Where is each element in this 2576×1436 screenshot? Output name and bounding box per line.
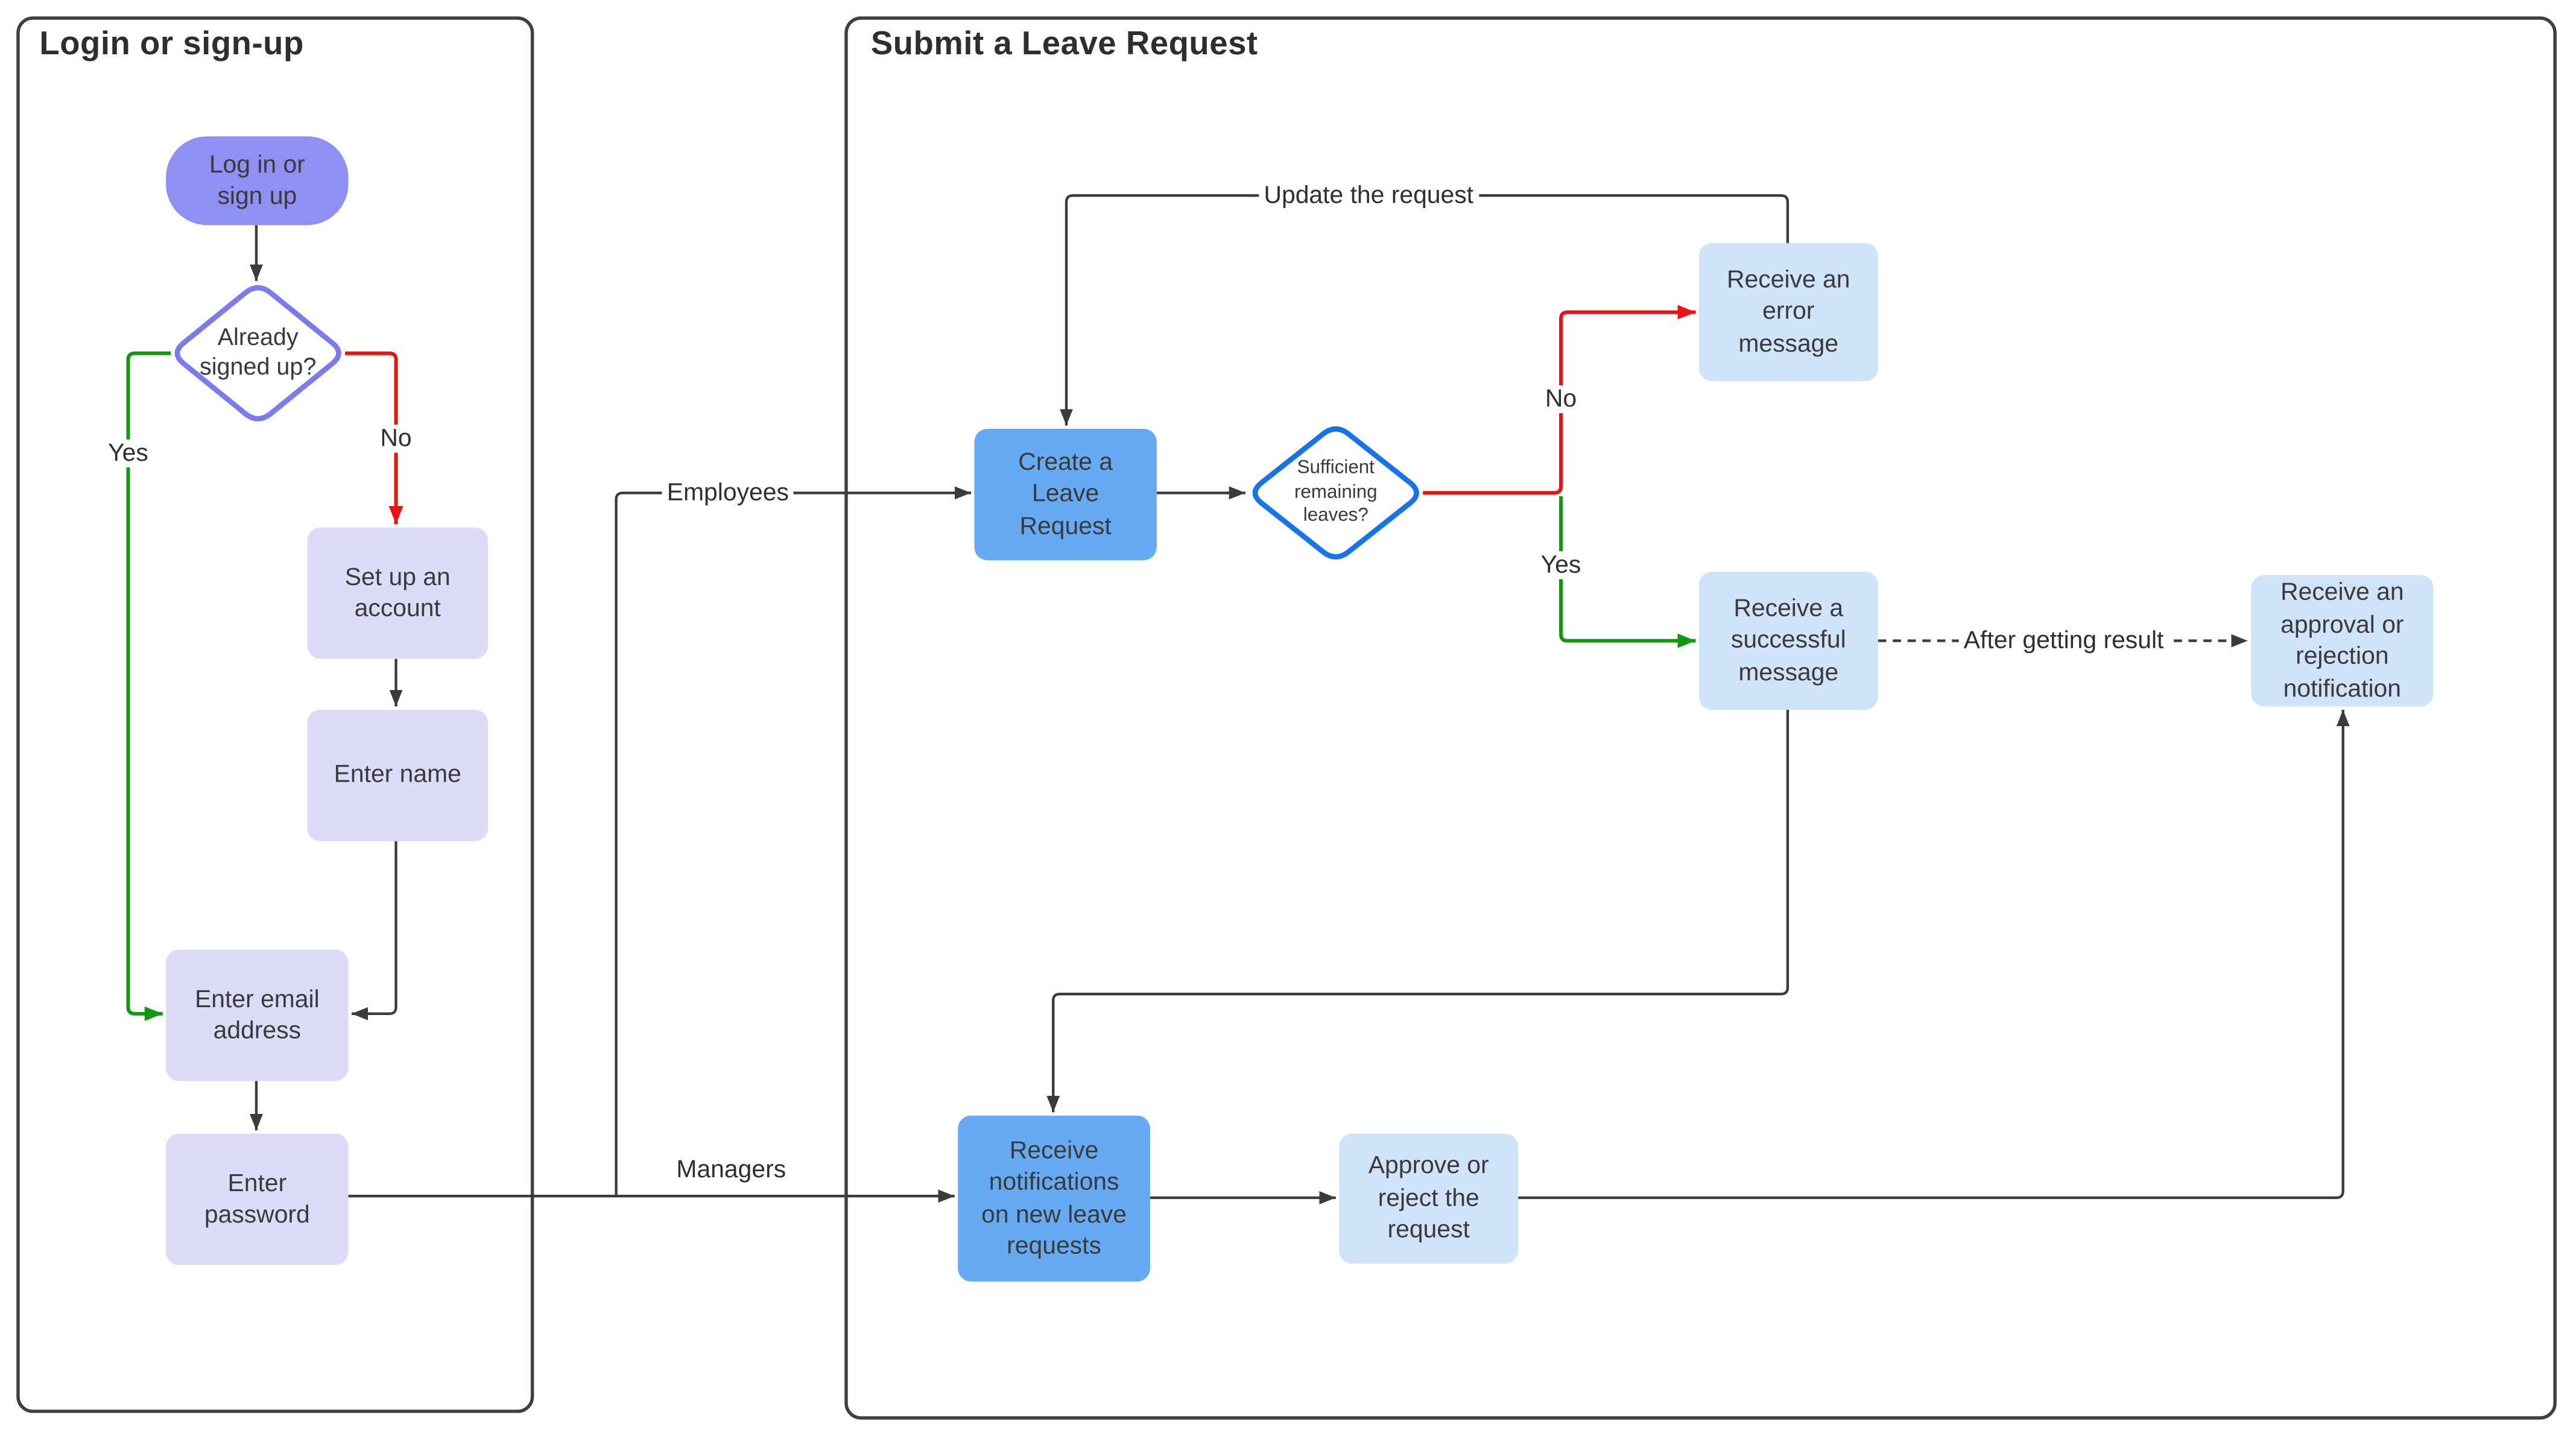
process-receive-success-message: Receive a successful message [1698,572,1878,710]
start-node-login-signup: Log in or sign up [166,136,349,226]
label-yes-left: Yes [103,439,154,468]
label-employees: Employees [662,479,794,507]
process-enter-name: Enter name [307,709,489,841]
label-managers: Managers [676,1156,786,1184]
process-enter-password: Enter password [166,1133,349,1265]
decision-already-signed-up-shape [174,285,341,422]
process-create-leave-request: Create a Leave Request [974,429,1157,560]
edge-no-to-setup [345,351,403,525]
label-yes-right: Yes [1536,551,1586,580]
edge-name-to-email [351,841,397,1020]
process-enter-email: Enter email address [166,949,349,1081]
edge-yes-to-email [126,351,171,1021]
process-receive-new-request-notifications: Receive notifications on new leave reque… [958,1115,1150,1282]
label-after-getting-result: After getting result [1958,627,2169,655]
label-no-left: No [375,425,417,453]
decision-sufficient-leaves-shape [1252,426,1419,560]
process-receive-approval-rejection: Receive an approval or rejection notific… [2251,575,2434,707]
label-no-right: No [1540,385,1582,414]
container-leave-title: Submit a Leave Request [870,26,1258,63]
edge-yes-to-success [1559,496,1696,648]
edge-approve-to-notification [1518,709,2350,1200]
decision-already-signed-up-label: Already signed up? [200,325,317,382]
decision-sufficient-leaves-label: Sufficient remaining leaves? [1294,457,1378,527]
label-update-request: Update the request [1259,182,1479,210]
edge-success-to-notifications [1046,709,1790,1113]
process-set-up-account: Set up an account [307,527,489,659]
container-login-title: Login or sign-up [39,26,304,63]
edge-employees-line [615,486,972,1197]
process-receive-error-message: Receive an error message [1698,243,1878,382]
process-approve-or-reject: Approve or reject the request [1339,1133,1519,1264]
